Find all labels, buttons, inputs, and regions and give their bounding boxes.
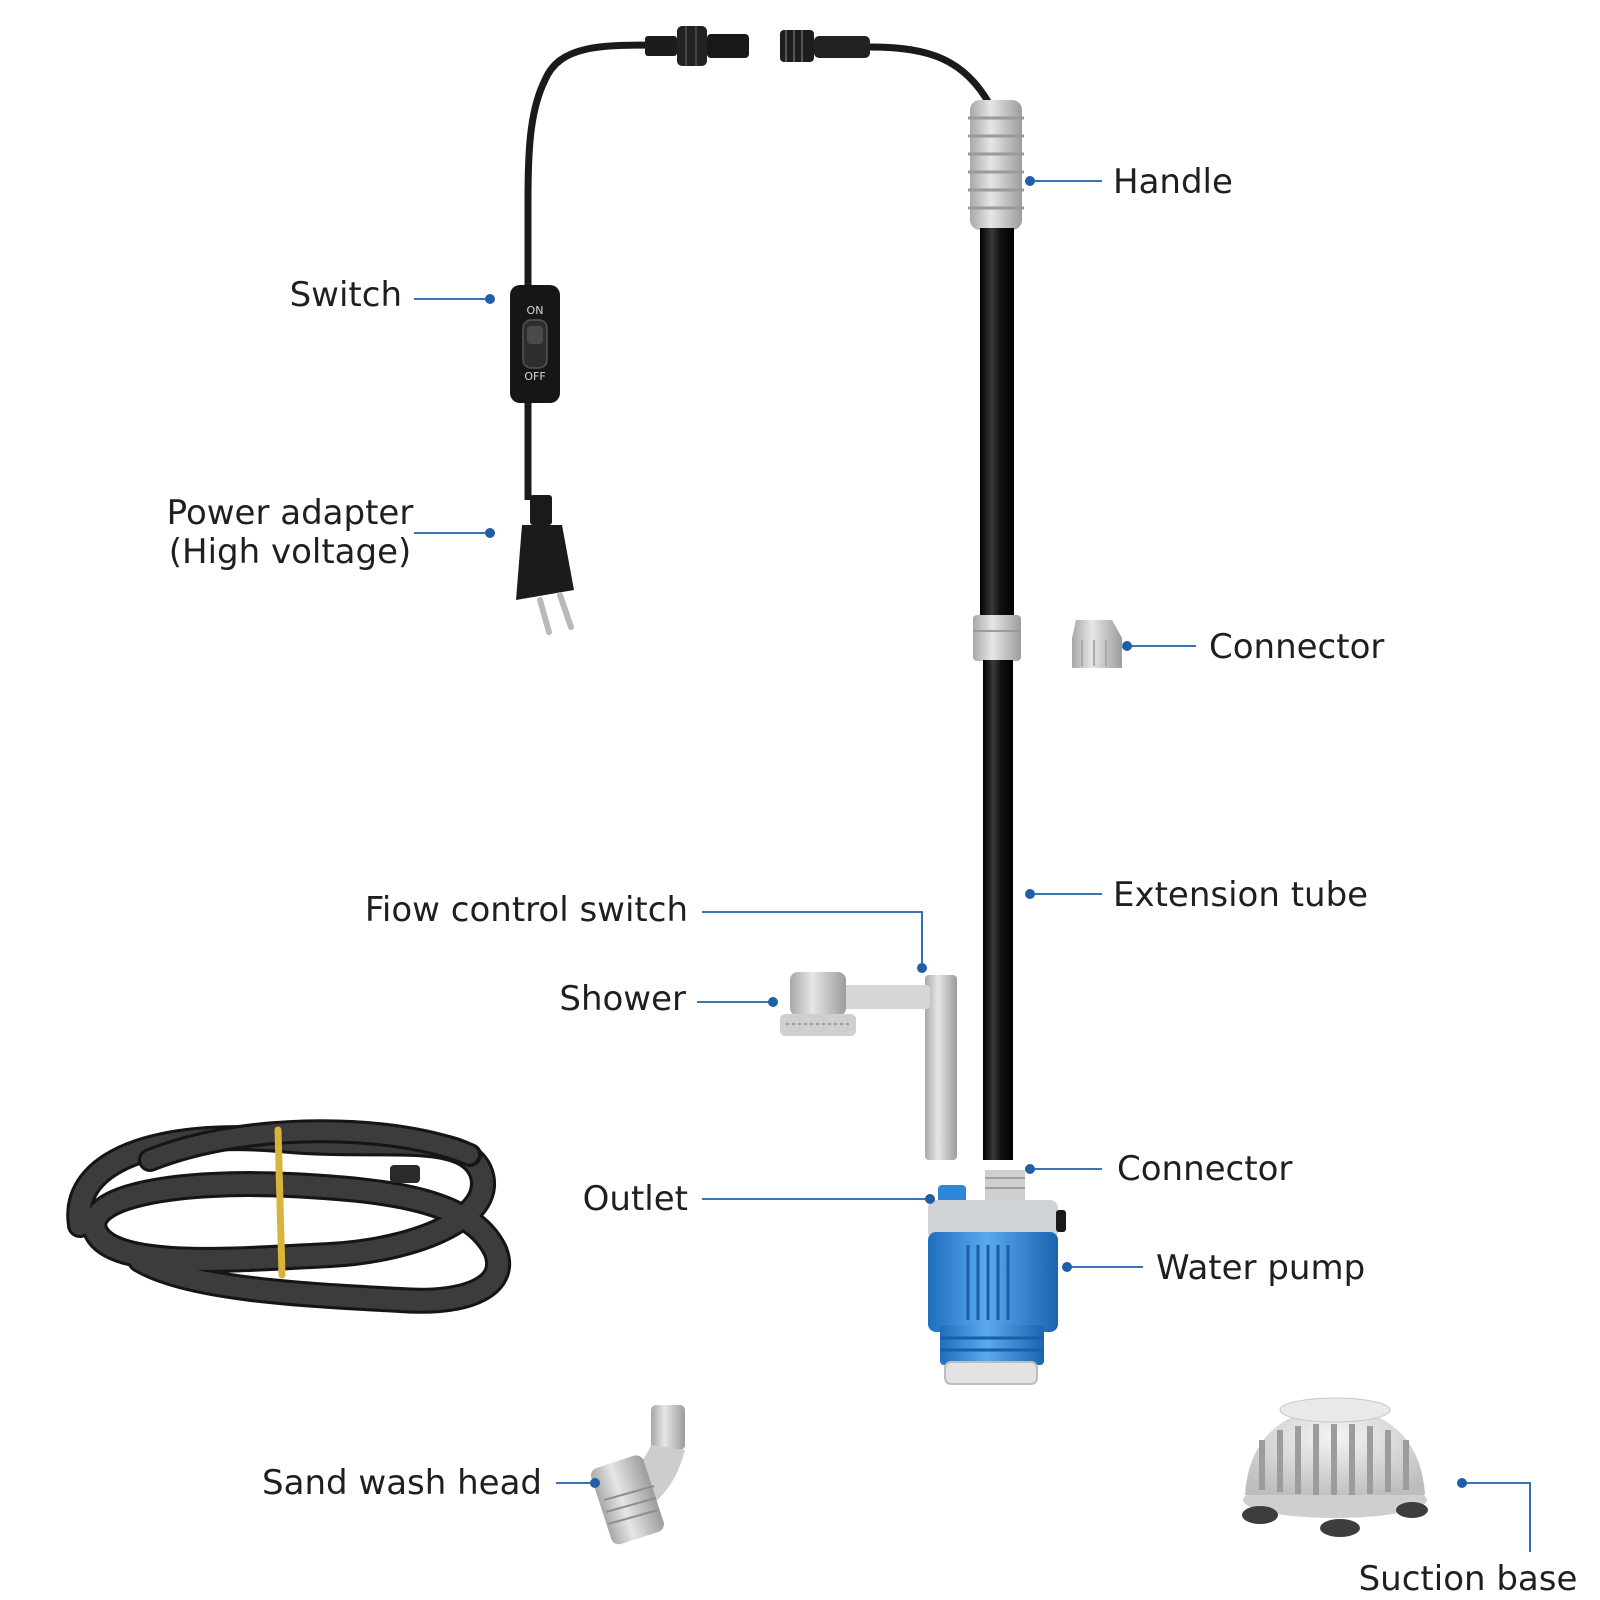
label-handle: Handle (1113, 162, 1233, 202)
leader-lines (414, 180, 1531, 1552)
leader-suction-base (1462, 1482, 1531, 1552)
corrugated-hose (66, 1119, 512, 1314)
label-water-pump: Water pump (1156, 1248, 1365, 1288)
extension-tube (973, 228, 1021, 1160)
label-flow-control-switch: Fiow control switch (365, 890, 688, 930)
cord-to-handle (869, 43, 994, 107)
handle-grip (968, 100, 1024, 230)
sand-wash-head (591, 1405, 685, 1545)
cord-connector-right (780, 30, 870, 62)
suction-base (1242, 1397, 1428, 1537)
label-extension-tube: Extension tube (1113, 875, 1368, 915)
water-pump (928, 1170, 1066, 1385)
label-switch: Switch (290, 275, 402, 315)
label-power-adapter-line2: (High voltage) (169, 532, 412, 572)
label-power-adapter-line1: Power adapter (167, 493, 414, 533)
leader-flow-control (702, 911, 923, 968)
label-sand-wash-head: Sand wash head (262, 1463, 542, 1503)
label-shower: Shower (559, 979, 686, 1019)
label-outlet: Outlet (583, 1179, 688, 1219)
power-plug (516, 495, 574, 635)
spare-connector-part (1072, 620, 1122, 668)
switch-off-text: OFF (524, 370, 545, 383)
label-connector-top: Connector (1209, 627, 1384, 667)
cord-connector-left (645, 26, 749, 66)
label-suction-base: Suction base (1359, 1559, 1578, 1599)
shower-assembly (780, 972, 957, 1160)
leader-dots (485, 176, 1467, 1488)
label-connector-bottom: Connector (1117, 1149, 1292, 1189)
power-cord (524, 41, 664, 500)
switch-on-text: ON (527, 304, 544, 317)
inline-switch: ON OFF (510, 285, 560, 403)
